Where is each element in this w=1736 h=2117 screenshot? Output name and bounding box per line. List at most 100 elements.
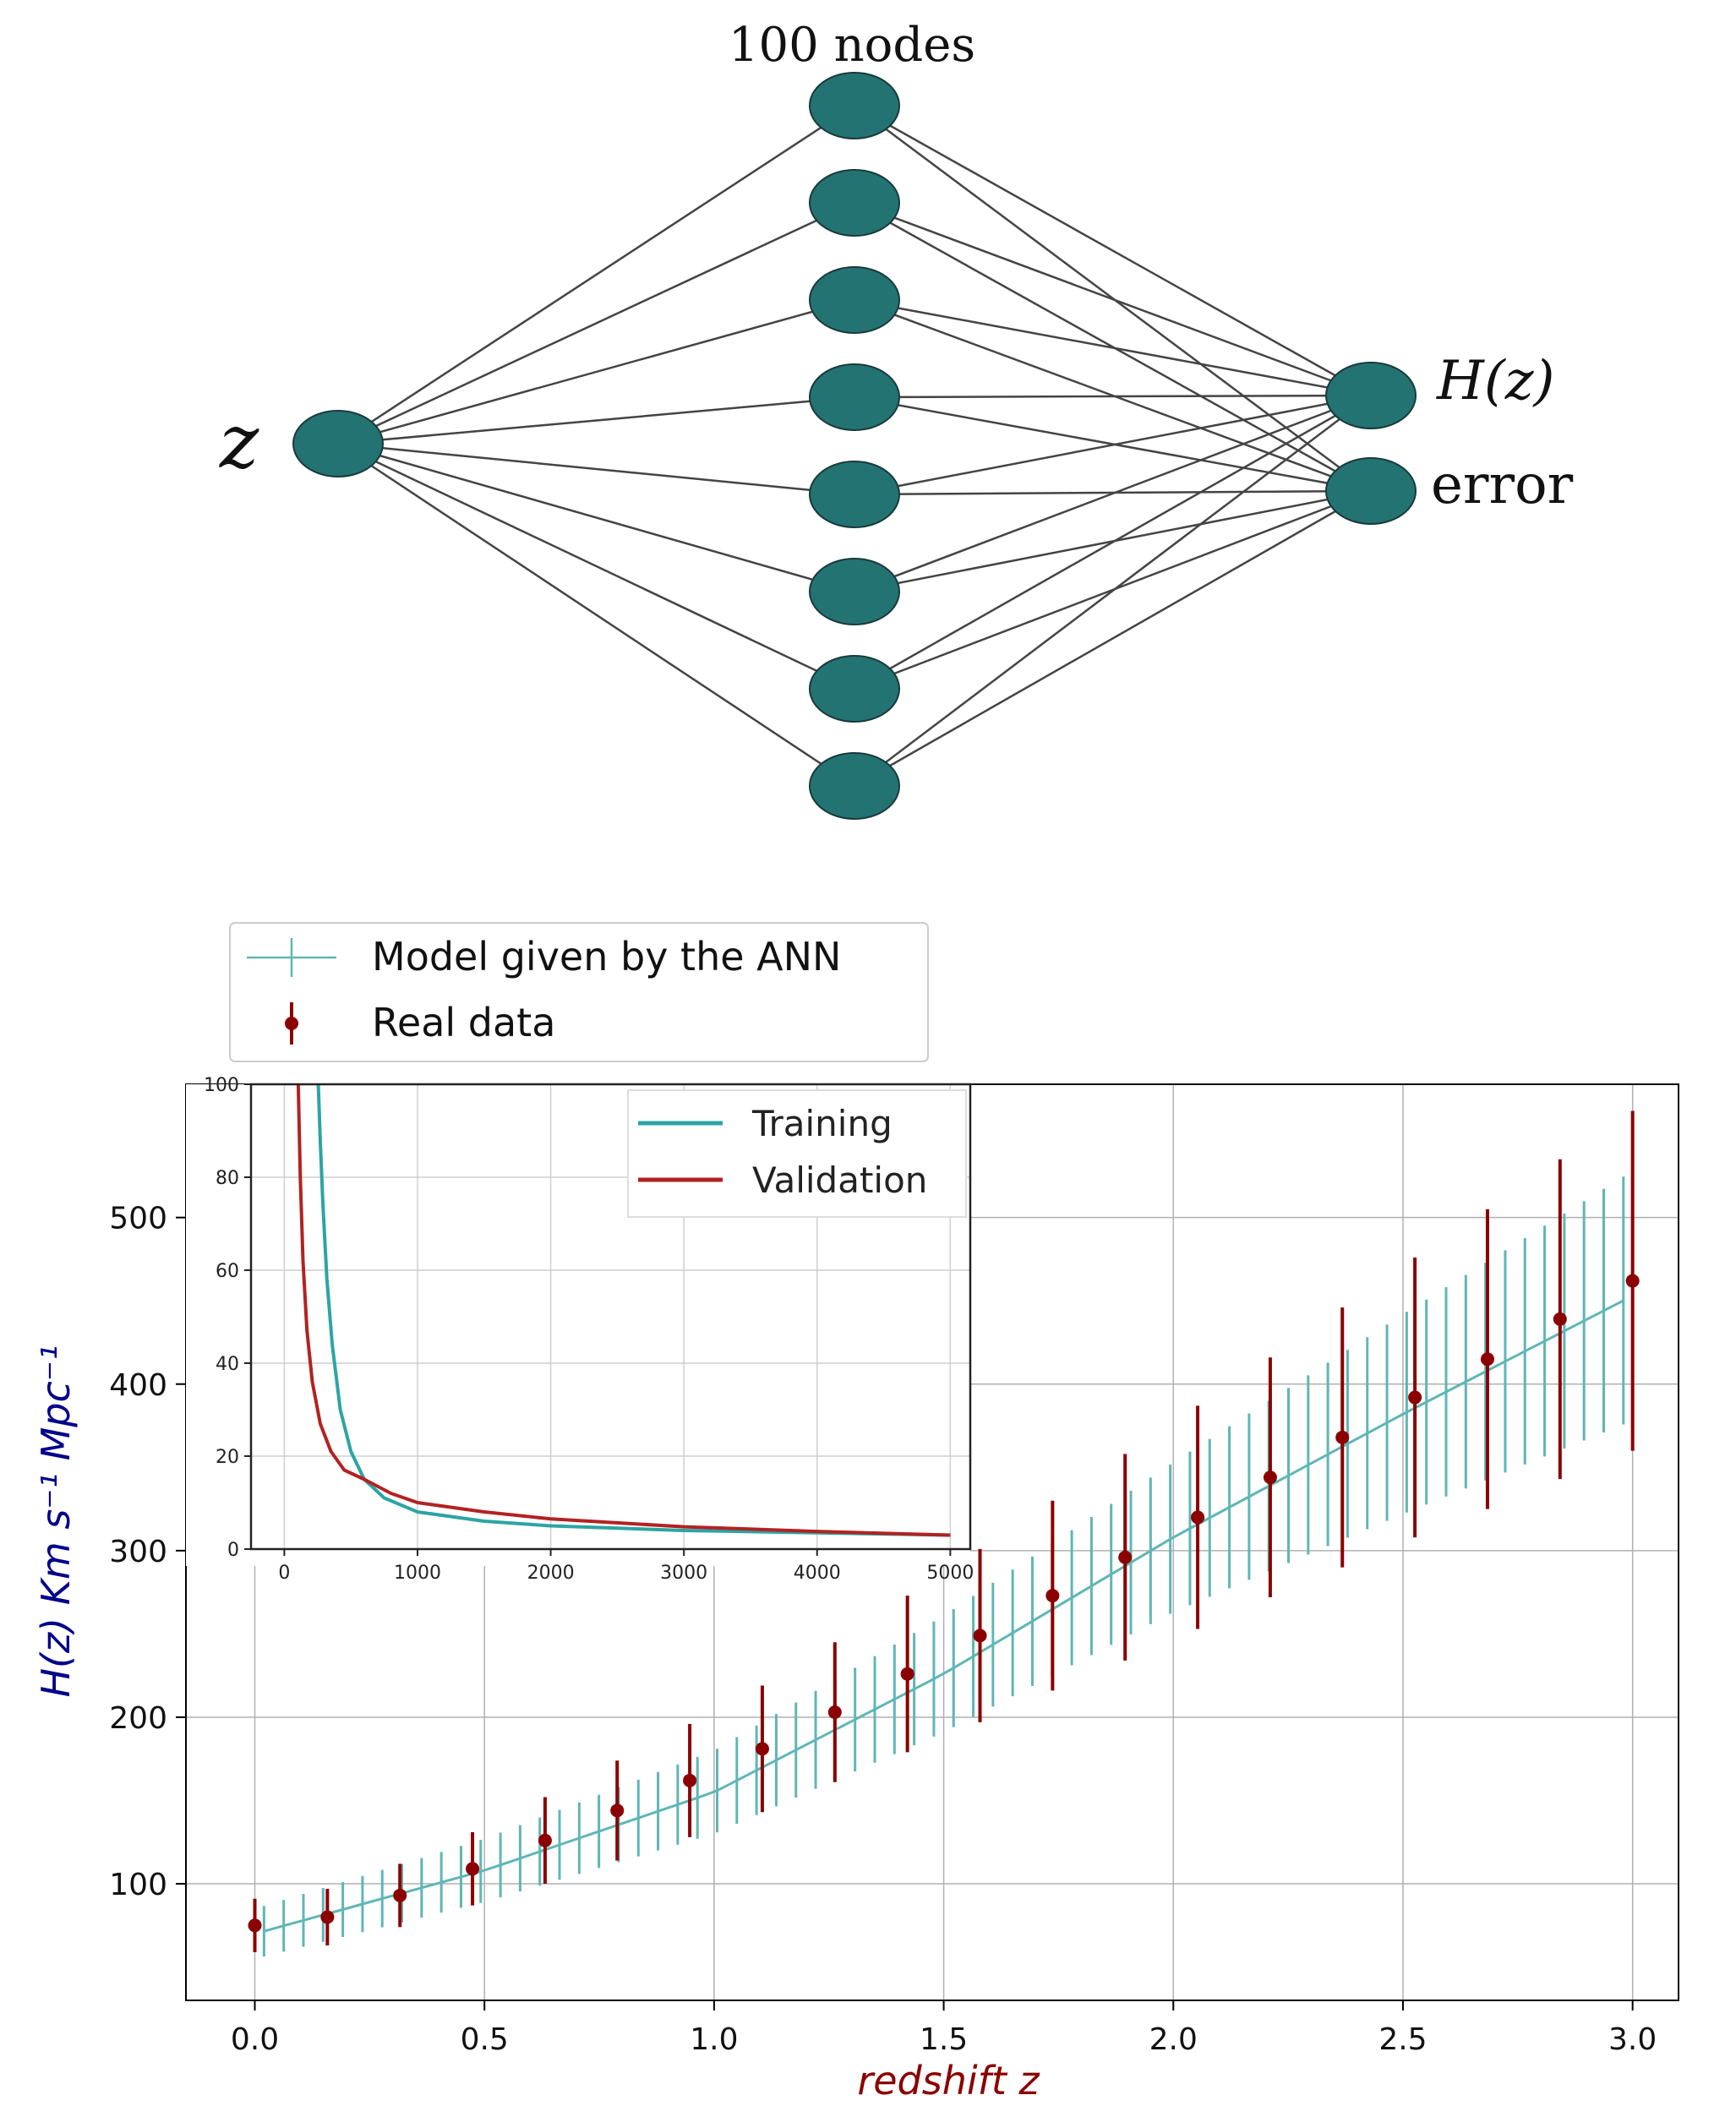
inset-y-tick-label: 0 bbox=[227, 1540, 239, 1561]
neural-network-diagram: 100 nodes z H(z) error bbox=[219, 18, 1574, 820]
hidden-node-0 bbox=[809, 72, 900, 139]
real-data-point bbox=[755, 1742, 769, 1756]
edge-input-to-hidden-0 bbox=[337, 104, 855, 445]
hidden-node-5 bbox=[809, 558, 900, 625]
network-nodes bbox=[292, 72, 1417, 820]
main-x-tick-label: 1.5 bbox=[920, 2022, 968, 2057]
inset-series bbox=[296, 1083, 951, 1537]
main-x-tick-label: 0.0 bbox=[231, 2022, 279, 2057]
main-y-ticks: 100 200 300 400 500 bbox=[109, 1202, 186, 1902]
model-line bbox=[263, 1299, 1624, 1933]
inset-y-tick-label: 100 bbox=[204, 1075, 239, 1096]
real-data-point bbox=[1191, 1510, 1205, 1525]
main-y-tick-label: 100 bbox=[109, 1868, 167, 1902]
hidden-node-7 bbox=[809, 752, 900, 820]
main-y-tick-label: 400 bbox=[109, 1368, 167, 1403]
real-data-point bbox=[610, 1803, 625, 1818]
real-data-series bbox=[248, 1110, 1640, 1952]
main-y-tick-label: 500 bbox=[109, 1202, 167, 1236]
main-x-tick-label: 0.5 bbox=[461, 2022, 509, 2057]
output-node-1 bbox=[1325, 457, 1417, 525]
inset-y-ticks: 0 20 40 60 80 100 bbox=[204, 1075, 251, 1561]
inset-legend-label-validation: Validation bbox=[752, 1159, 927, 1201]
network-edges bbox=[337, 104, 1372, 788]
real-data-point bbox=[827, 1705, 842, 1720]
real-data-point bbox=[1335, 1430, 1350, 1444]
inset-x-ticks: 0 1000 2000 3000 4000 5000 bbox=[278, 1549, 974, 1584]
output-node-label-error: error bbox=[1431, 454, 1574, 516]
real-data-point bbox=[900, 1667, 914, 1681]
legend-label-model: Model given by the ANN bbox=[372, 934, 841, 979]
real-data-point bbox=[1045, 1589, 1060, 1603]
main-x-ticks: 0.0 0.5 1.0 1.5 2.0 2.5 3.0 bbox=[231, 2000, 1657, 2057]
edge-hidden-2-to-output-0 bbox=[854, 298, 1372, 397]
inset-loss-chart: 0 1000 2000 3000 4000 5000 0 20 40 60 80 100 Train… bbox=[186, 1075, 974, 1584]
edge-input-to-hidden-7 bbox=[337, 442, 855, 788]
x-axis-label: redshift z bbox=[857, 2058, 1040, 2103]
edge-hidden-5-to-output-0 bbox=[854, 394, 1372, 593]
edge-hidden-7-to-output-1 bbox=[854, 489, 1372, 788]
y-axis-label: H(z) Km s⁻¹ Mpc⁻¹ bbox=[33, 1345, 79, 1697]
edge-hidden-4-to-output-0 bbox=[854, 394, 1372, 496]
inset-x-tick-label: 3000 bbox=[660, 1563, 707, 1584]
edge-input-to-hidden-6 bbox=[337, 442, 855, 690]
output-node-0 bbox=[1325, 362, 1417, 429]
real-data-point bbox=[538, 1833, 552, 1847]
inset-legend: Training Validation bbox=[627, 1089, 967, 1218]
real-data-point bbox=[1263, 1470, 1277, 1485]
hidden-node-4 bbox=[809, 461, 900, 528]
legend-label-real: Real data bbox=[372, 1000, 555, 1045]
hidden-node-2 bbox=[809, 266, 900, 334]
real-data-point bbox=[1625, 1274, 1640, 1288]
inset-x-tick-label: 5000 bbox=[926, 1563, 974, 1584]
legend-box bbox=[229, 922, 929, 1062]
edge-hidden-1-to-output-0 bbox=[854, 201, 1372, 397]
inset-y-tick-label: 80 bbox=[216, 1168, 239, 1189]
hidden-node-6 bbox=[809, 655, 900, 723]
legend-real-marker bbox=[285, 1017, 298, 1030]
real-data-point bbox=[466, 1862, 480, 1876]
main-legend: Model given by the ANN Real data bbox=[229, 922, 929, 1062]
edge-input-to-hidden-3 bbox=[337, 396, 855, 445]
edge-input-to-hidden-1 bbox=[337, 201, 855, 445]
inset-legend-box bbox=[627, 1089, 967, 1218]
inset-y-tick-label: 40 bbox=[216, 1354, 239, 1375]
main-x-tick-label: 3.0 bbox=[1608, 2022, 1657, 2057]
main-x-tick-label: 1.0 bbox=[690, 2022, 738, 2057]
real-data-point bbox=[320, 1910, 335, 1924]
inset-plot-frame bbox=[249, 1083, 972, 1551]
edge-input-to-hidden-4 bbox=[337, 442, 855, 496]
edge-hidden-7-to-output-0 bbox=[854, 395, 1372, 787]
real-data-point bbox=[1118, 1550, 1133, 1564]
inset-x-tick-label: 0 bbox=[278, 1563, 290, 1584]
inset-line-validation bbox=[296, 1083, 951, 1537]
inset-x-tick-label: 2000 bbox=[527, 1563, 575, 1584]
main-y-tick-label: 200 bbox=[109, 1701, 167, 1736]
edge-input-to-hidden-5 bbox=[337, 442, 855, 593]
real-data-point bbox=[248, 1918, 262, 1933]
inset-x-tick-label: 1000 bbox=[394, 1563, 441, 1584]
output-node-label-hz: H(z) bbox=[1436, 350, 1554, 412]
hidden-layer-label: 100 nodes bbox=[729, 18, 975, 73]
input-node-label: z bbox=[219, 398, 259, 485]
real-data-point bbox=[1553, 1312, 1567, 1326]
inset-legend-label-training: Training bbox=[751, 1103, 893, 1144]
main-x-tick-label: 2.5 bbox=[1378, 2022, 1427, 2057]
real-data-point bbox=[683, 1773, 697, 1787]
inset-y-tick-label: 20 bbox=[216, 1447, 239, 1468]
inset-x-tick-label: 4000 bbox=[794, 1563, 841, 1584]
main-y-tick-label: 300 bbox=[109, 1535, 167, 1569]
real-data-point bbox=[973, 1629, 987, 1643]
edge-input-to-hidden-2 bbox=[337, 298, 855, 445]
main-x-tick-label: 2.0 bbox=[1149, 2022, 1198, 2057]
edge-hidden-0-to-output-0 bbox=[854, 104, 1372, 397]
model-series bbox=[262, 1176, 1625, 1957]
real-data-point bbox=[1408, 1390, 1422, 1405]
inset-y-tick-label: 60 bbox=[216, 1261, 239, 1282]
real-data-point bbox=[393, 1888, 407, 1902]
real-data-point bbox=[1480, 1352, 1494, 1367]
hidden-node-3 bbox=[809, 363, 900, 431]
hidden-node-1 bbox=[809, 169, 900, 237]
